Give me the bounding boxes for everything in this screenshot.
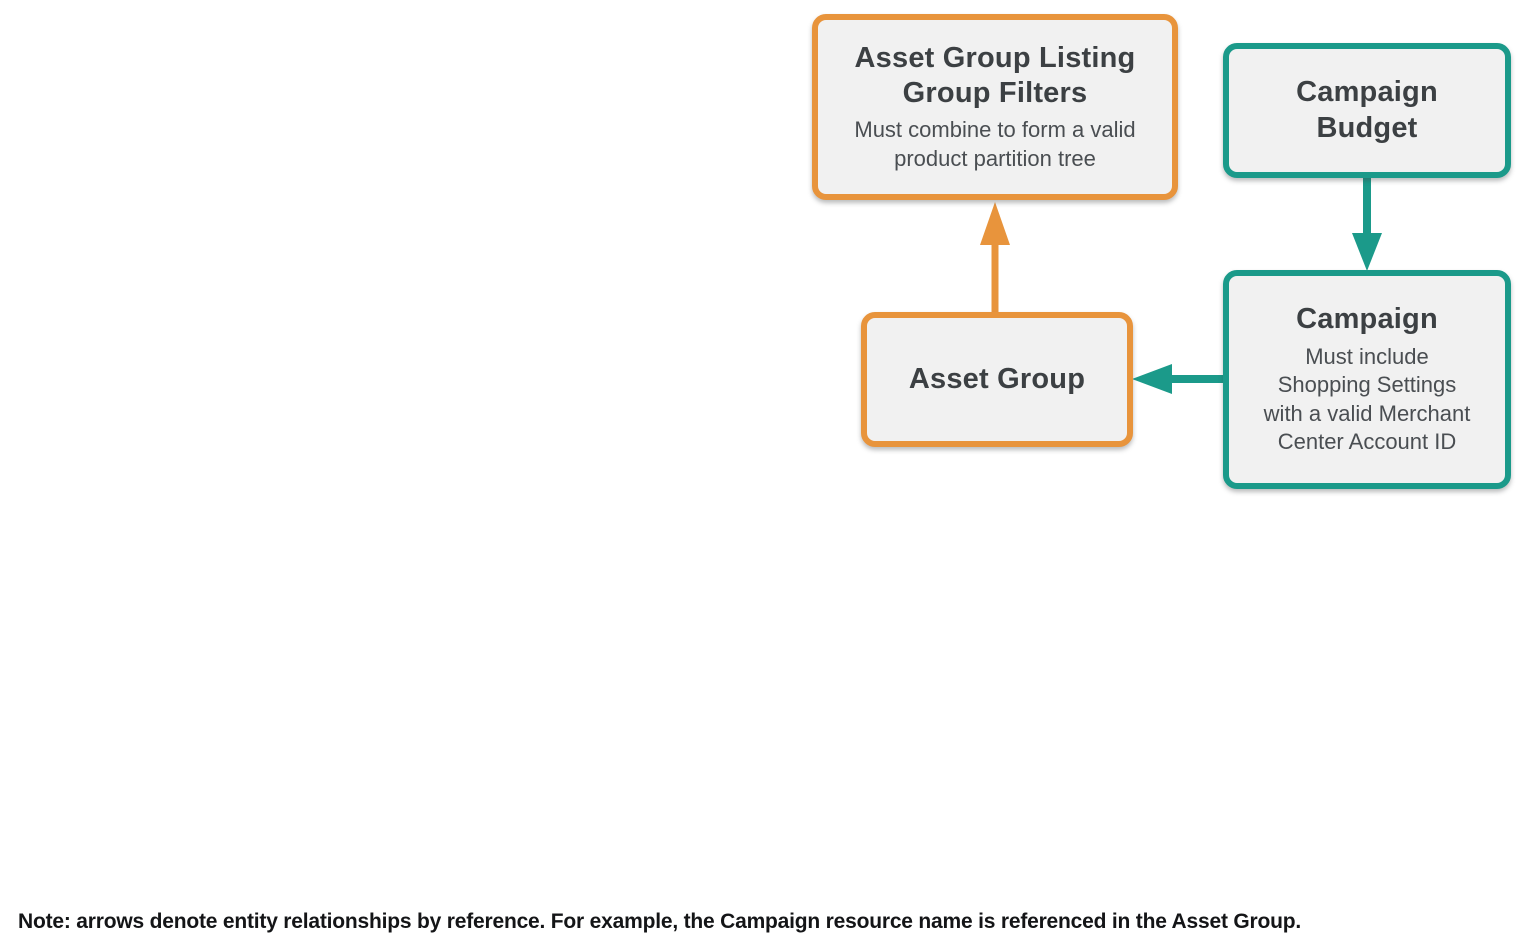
node-title: Asset Group [908,362,1086,395]
node-title: Asset Group Listing Group Filters [854,41,1136,109]
arrow-campaign-budget-to-campaign-icon [1352,178,1382,271]
node-title: Campaign Budget [1296,76,1438,144]
node-subtitle: Must include Shopping Settings with a va… [1263,343,1471,455]
node-campaign: Campaign Must include Shopping Settings … [1223,270,1511,489]
node-asset-group: Asset Group [861,312,1133,447]
node-subtitle: Must combine to form a valid product par… [854,117,1136,171]
node-campaign-budget: Campaign Budget [1223,43,1511,178]
arrow-campaign-to-asset-group-icon [1132,364,1226,394]
node-asset-group-listing-group-filters: Asset Group Listing Group Filters Must c… [812,14,1178,200]
node-title: Campaign [1296,303,1438,336]
arrow-asset-group-to-listing-filters-icon [980,202,1010,312]
footnote: Note: arrows denote entity relationships… [18,910,1301,933]
